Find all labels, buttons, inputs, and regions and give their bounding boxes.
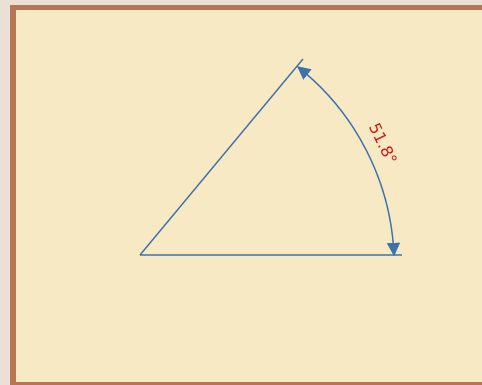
slanted-ray [139,58,304,256]
angle-label: 51.8° [365,120,401,168]
angle-arc [296,66,401,257]
diagram-panel [10,5,482,385]
